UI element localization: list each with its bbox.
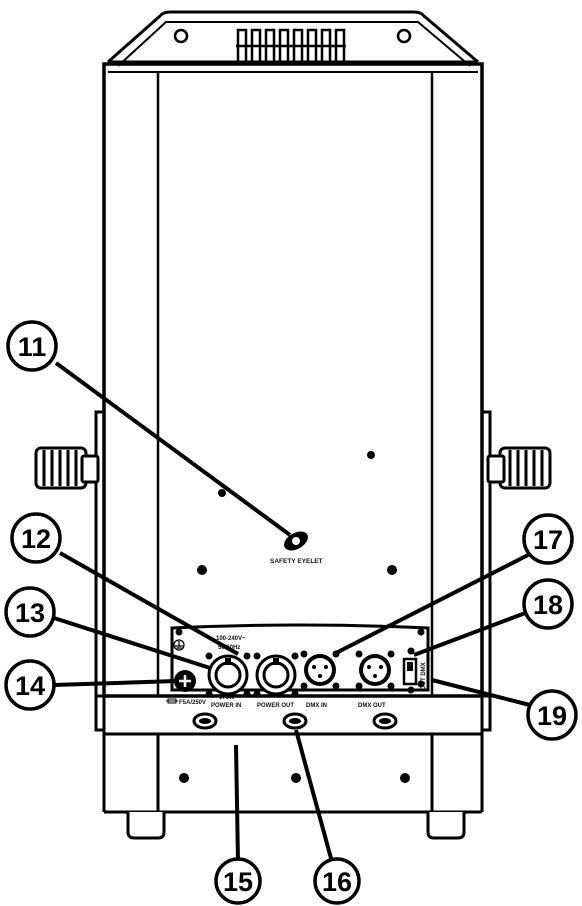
callout-11-label: 11 (18, 332, 47, 362)
power-in-label: POWER IN (211, 703, 241, 709)
callout-15-label: 15 (223, 867, 253, 897)
callout-18: 18 (522, 578, 574, 630)
ground-icon (173, 639, 185, 651)
yoke-left (94, 410, 106, 732)
dmx-switch (402, 647, 418, 694)
callout-14: 14 (4, 659, 56, 711)
leader-19 (431, 678, 531, 707)
base-handle-holes (192, 712, 398, 730)
leader-lines (53, 361, 531, 863)
yoke-right (480, 410, 492, 732)
knob-right-icon (486, 446, 552, 490)
callout-15: 15 (214, 857, 262, 905)
leader-15 (234, 744, 240, 863)
leader-16 (294, 729, 334, 863)
callout-12-label: 12 (21, 524, 51, 554)
callout-12: 12 (10, 512, 62, 564)
dmx-in-connector (300, 650, 340, 690)
leader-13 (53, 616, 211, 670)
callout-19-label: 19 (537, 701, 567, 731)
fuse-icon (166, 698, 178, 704)
base (96, 694, 490, 814)
base-screws (179, 773, 410, 783)
callout-14-label: 14 (15, 671, 45, 701)
callout-16: 16 (313, 857, 361, 905)
callout-19: 19 (526, 689, 578, 741)
body-screws (197, 451, 397, 575)
wattage-label: 175W (219, 695, 235, 701)
power-out-label: POWER OUT (257, 703, 294, 709)
dmx-out-label: DMX OUT (358, 703, 386, 709)
fuse-holder (174, 670, 196, 692)
callout-13: 13 (4, 586, 56, 638)
callout-17-label: 17 (533, 525, 563, 555)
callout-16-label: 16 (322, 867, 352, 897)
dmx-in-label: DMX IN (306, 703, 327, 709)
leader-18 (413, 610, 529, 657)
callout-11: 11 (6, 320, 58, 372)
safety-eyelet (284, 531, 308, 551)
callout-18-label: 18 (533, 590, 563, 620)
voltage-label: 100-240V~ (216, 636, 246, 642)
dmx-out-connector (355, 650, 395, 690)
dmx-switch-label: OUT DMX (421, 662, 427, 690)
safety-eyelet-label: SAFETY EYELET (270, 558, 323, 565)
leader-14 (53, 679, 177, 687)
main-body (102, 62, 484, 698)
callout-13-label: 13 (15, 598, 45, 628)
callout-17: 17 (522, 513, 574, 565)
fuse-rating-label: F5A/250V (179, 700, 206, 706)
leader-11 (54, 361, 292, 537)
top-vent-slots (236, 28, 346, 64)
leader-17 (333, 553, 529, 656)
feet (126, 812, 466, 840)
leader-12 (59, 551, 239, 656)
knob-left-icon (34, 446, 100, 490)
